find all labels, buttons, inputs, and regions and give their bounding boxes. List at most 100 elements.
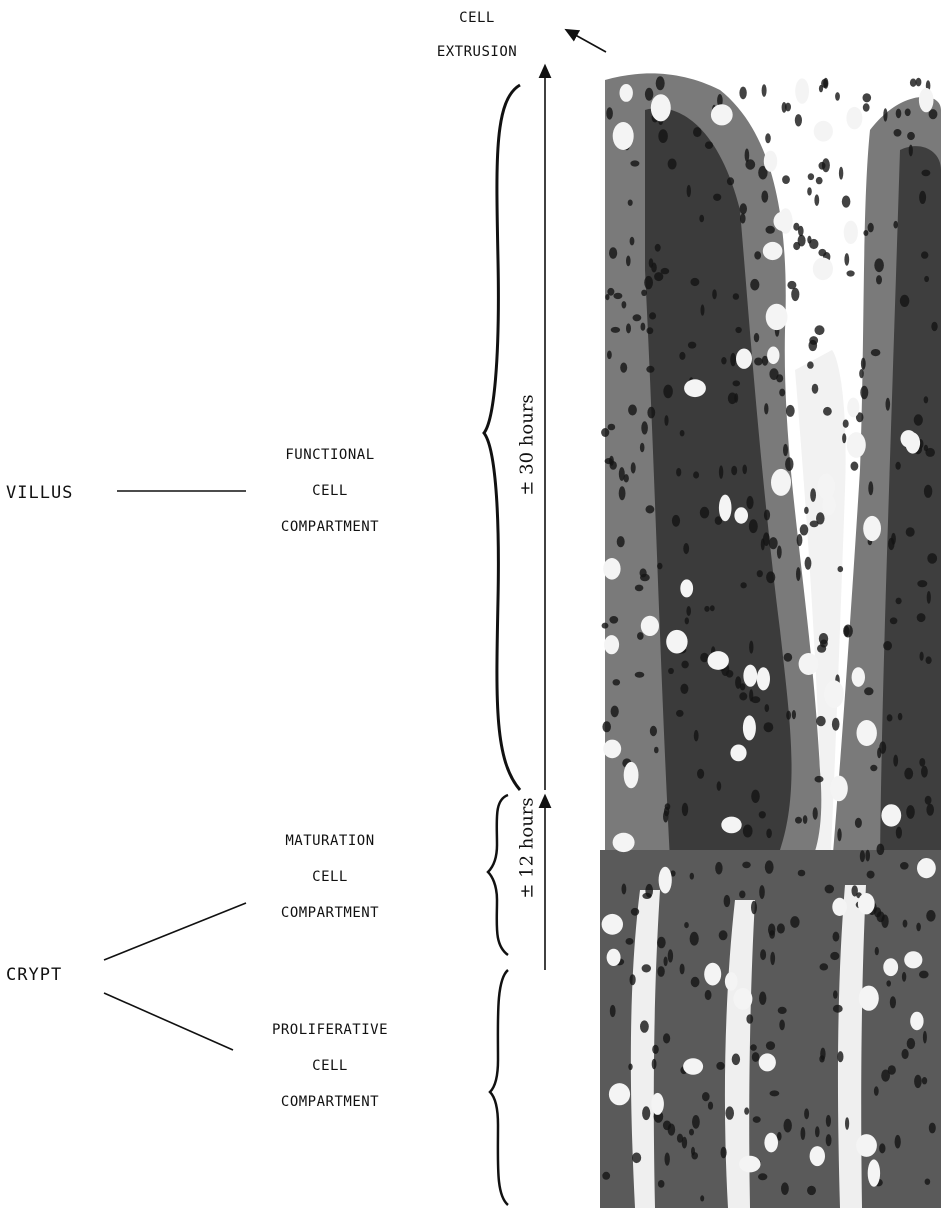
- nucleus: [609, 247, 617, 259]
- nucleus: [830, 952, 839, 960]
- proliferative-brace: [490, 970, 508, 1205]
- nucleus: [770, 1090, 780, 1096]
- nucleus: [904, 768, 913, 780]
- nucleus: [914, 1075, 922, 1088]
- nucleus: [652, 1045, 659, 1054]
- nucleus: [833, 1005, 843, 1013]
- nucleus: [743, 825, 753, 838]
- nucleus: [786, 405, 795, 417]
- goblet-cell: [651, 94, 671, 121]
- nucleus: [628, 200, 633, 206]
- nucleus: [914, 414, 923, 425]
- nucleus: [705, 990, 712, 1000]
- nucleus: [895, 1135, 901, 1149]
- nucleus: [626, 938, 634, 945]
- nucleus: [893, 221, 898, 229]
- nucleus: [657, 937, 666, 949]
- nucleus: [868, 223, 874, 233]
- nucleus: [609, 616, 618, 624]
- nucleus: [814, 194, 819, 206]
- nucleus: [740, 213, 746, 223]
- nucleus: [842, 433, 846, 443]
- nucleus: [754, 251, 761, 259]
- nucleus: [689, 1129, 694, 1136]
- crypt-maturation-connector: [104, 903, 246, 960]
- nucleus: [641, 290, 647, 296]
- nucleus: [764, 403, 768, 414]
- nucleus: [921, 170, 930, 177]
- nucleus: [902, 1049, 909, 1059]
- nucleus: [893, 755, 898, 767]
- nucleus: [784, 1119, 792, 1133]
- crypt-proliferative-connector: [104, 993, 233, 1050]
- nucleus: [877, 911, 885, 922]
- nucleus: [807, 361, 814, 368]
- nucleus: [742, 862, 751, 869]
- nucleus: [657, 563, 662, 570]
- goblet-cell: [719, 495, 732, 522]
- goblet-cell: [813, 258, 833, 281]
- cell-extrusion-arrow: [570, 32, 606, 52]
- nucleus: [717, 781, 722, 791]
- nucleus: [820, 640, 828, 648]
- goblet-cell: [779, 208, 793, 234]
- nucleus: [803, 815, 808, 824]
- goblet-cell: [830, 776, 848, 802]
- nucleus: [883, 641, 892, 650]
- goblet-cell: [919, 88, 934, 112]
- nucleus: [744, 1107, 749, 1114]
- nucleus: [719, 930, 728, 940]
- goblet-cell: [680, 579, 693, 597]
- nucleus: [641, 323, 646, 331]
- nucleus: [861, 358, 866, 370]
- nucleus: [874, 1086, 879, 1096]
- nucleus: [649, 258, 654, 267]
- goblet-cell: [725, 972, 738, 991]
- nucleus: [826, 1134, 832, 1146]
- nucleus: [606, 107, 613, 119]
- nucleus: [785, 457, 793, 471]
- nucleus: [883, 108, 887, 121]
- nucleus: [859, 369, 864, 378]
- nucleus: [663, 1121, 671, 1131]
- nucleus: [762, 84, 767, 97]
- nucleus: [860, 850, 865, 862]
- nucleus: [739, 891, 745, 899]
- goblet-cell: [624, 762, 639, 788]
- nucleus: [688, 342, 696, 349]
- nucleus: [907, 1038, 915, 1049]
- nucleus: [759, 992, 766, 1005]
- goblet-cell: [603, 740, 621, 759]
- nucleus: [746, 1014, 753, 1024]
- nucleus: [839, 167, 843, 180]
- goblet-cell: [917, 858, 936, 878]
- nucleus: [646, 505, 655, 513]
- nucleus: [656, 76, 665, 90]
- nucleus: [751, 790, 760, 803]
- nucleus: [906, 527, 915, 536]
- nucleus: [658, 129, 668, 143]
- nucleus: [890, 617, 898, 624]
- nucleus: [699, 215, 704, 222]
- nucleus: [815, 776, 824, 783]
- nucleus: [661, 268, 670, 274]
- nucleus: [786, 711, 791, 720]
- nucleus: [867, 871, 875, 879]
- nucleus: [809, 336, 818, 345]
- nucleus: [886, 980, 891, 986]
- nucleus: [791, 288, 799, 301]
- nucleus: [906, 805, 915, 819]
- nucleus: [810, 488, 816, 502]
- nucleus: [758, 1173, 767, 1180]
- nucleus: [900, 862, 909, 870]
- nucleus: [672, 515, 680, 527]
- nucleus: [876, 275, 882, 284]
- nucleus: [691, 977, 700, 987]
- nucleus: [779, 389, 785, 397]
- nucleus: [681, 661, 688, 669]
- goblet-cell: [868, 1159, 880, 1186]
- nucleus: [924, 396, 929, 403]
- nucleus: [810, 521, 819, 528]
- nucleus: [684, 922, 689, 928]
- nucleus: [825, 885, 834, 894]
